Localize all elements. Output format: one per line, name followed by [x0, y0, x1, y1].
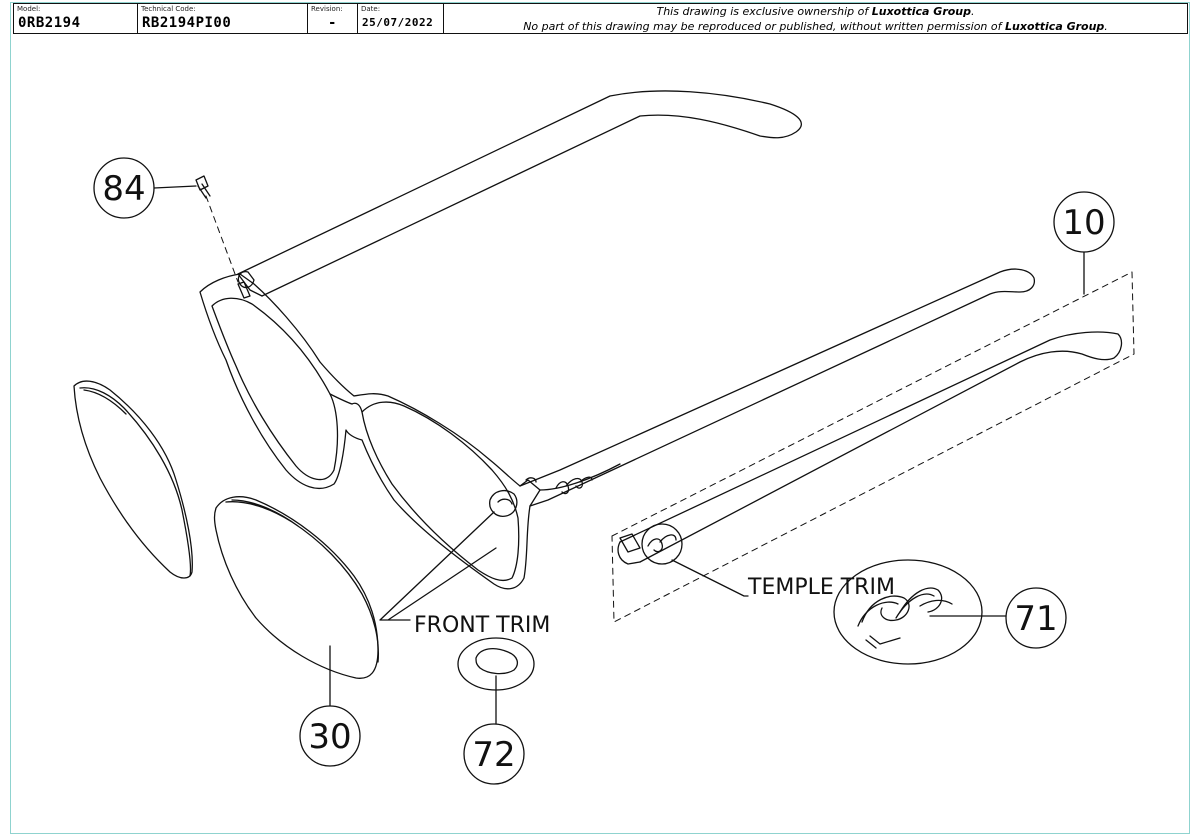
technical-code-cell: Technical Code: RB2194PI00 [138, 4, 308, 33]
revision-label: Revision: [311, 5, 343, 13]
separated-temple-end [617, 541, 641, 565]
date-cell: Date: 25/07/2022 [358, 4, 444, 33]
callout-bubble-72 [463, 723, 525, 785]
technical-code-value: RB2194PI00 [142, 15, 232, 31]
separated-temple-hinge [619, 533, 641, 553]
date-value: 25/07/2022 [362, 16, 434, 29]
front-trim-part-72 [475, 647, 519, 675]
front-trim-slot [497, 498, 513, 505]
callout-bubble-84 [93, 157, 155, 219]
screw-part-84 [195, 175, 211, 199]
front-trim-label: FRONT TRIM [414, 613, 550, 638]
back-temple-arm [237, 90, 802, 297]
ownership-notice: This drawing is exclusive ownership of L… [444, 4, 1187, 33]
left-rim-inner [211, 297, 339, 481]
temple-explode-box [611, 271, 1135, 623]
callout-bubble-10 [1053, 191, 1115, 253]
revision-cell: Revision: - [308, 4, 358, 33]
temple-trim-enlargement [833, 559, 983, 665]
callout-bubble-30 [299, 705, 361, 767]
screw-explode-line [205, 195, 239, 283]
temple-logo-script [555, 476, 593, 495]
leader-temple-trim [671, 559, 749, 597]
revision-value: - [328, 15, 337, 31]
left-lens-edge [79, 387, 192, 577]
drawing-sheet-border [10, 2, 1190, 834]
model-value: 0RB2194 [18, 15, 81, 31]
leader-84 [153, 185, 197, 189]
callout-number-71: 71 [1014, 599, 1057, 639]
callout-bubble-71 [1005, 587, 1067, 649]
temple-hinge-screw-front [525, 477, 537, 483]
temple-trim-label: TEMPLE TRIM [747, 575, 895, 600]
right-rim-inner [361, 401, 520, 582]
leader-front-trim [379, 511, 497, 621]
date-label: Date: [361, 5, 381, 13]
model-label: Model: [17, 5, 41, 13]
front-temple-arm [519, 268, 1036, 507]
notice-line-1: This drawing is exclusive ownership of L… [656, 5, 975, 18]
technical-code-label: Technical Code: [141, 5, 196, 13]
back-temple-inner-edge [237, 273, 263, 297]
callout-number-72: 72 [472, 735, 515, 775]
callout-number-30: 30 [308, 717, 351, 757]
model-cell: Model: 0RB2194 [14, 4, 138, 33]
callout-number-10: 10 [1062, 203, 1105, 243]
screw-installed [237, 281, 251, 299]
right-lens [213, 496, 379, 679]
front-temple-lower-edge [539, 463, 621, 491]
hinge-knuckle-back [237, 271, 255, 289]
left-lens [73, 380, 193, 579]
frame-front-outline [199, 273, 541, 590]
bridge [329, 393, 363, 413]
title-block: Model: 0RB2194 Technical Code: RB2194PI0… [13, 3, 1188, 34]
temple-trim-detail-circle [641, 523, 683, 565]
temple-trim-logo-large [861, 587, 953, 645]
separated-temple-logo [647, 534, 677, 553]
temple-trim-logo-shadow [857, 593, 935, 649]
right-lens-edge [225, 499, 380, 663]
notice-line-2: No part of this drawing may be reproduce… [523, 20, 1108, 33]
callout-number-84: 84 [102, 169, 145, 209]
separated-temple-arm [619, 331, 1123, 563]
